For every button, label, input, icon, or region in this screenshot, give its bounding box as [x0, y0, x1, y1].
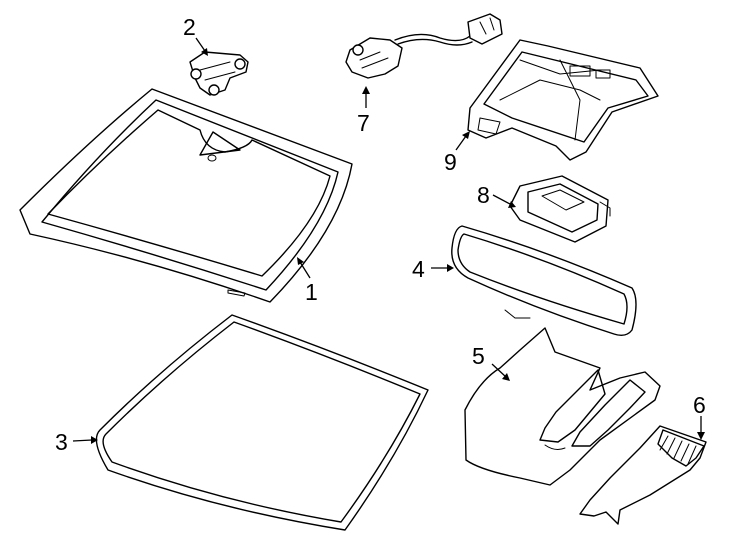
- leader-lines: [72, 37, 705, 444]
- callout-7: 7: [357, 110, 370, 136]
- callout-4: 4: [412, 256, 425, 282]
- windshield-glass[interactable]: [19, 88, 353, 303]
- mirror-cover[interactable]: [464, 327, 661, 486]
- mounting-bracket[interactable]: [467, 39, 659, 161]
- callout-6: 6: [693, 392, 706, 418]
- sensor-cover[interactable]: [579, 425, 707, 525]
- callout-8: 8: [477, 182, 490, 208]
- wiring-harness[interactable]: [345, 13, 503, 79]
- callout-3: 3: [55, 429, 68, 455]
- windshield-seal[interactable]: [95, 314, 429, 531]
- callout-1: 1: [305, 279, 318, 305]
- callout-9: 9: [444, 149, 457, 175]
- rain-sensor[interactable]: [189, 51, 249, 96]
- callout-2: 2: [183, 14, 196, 40]
- callout-5: 5: [472, 343, 485, 369]
- rearview-mirror[interactable]: [451, 225, 637, 337]
- camera-module[interactable]: [509, 175, 611, 243]
